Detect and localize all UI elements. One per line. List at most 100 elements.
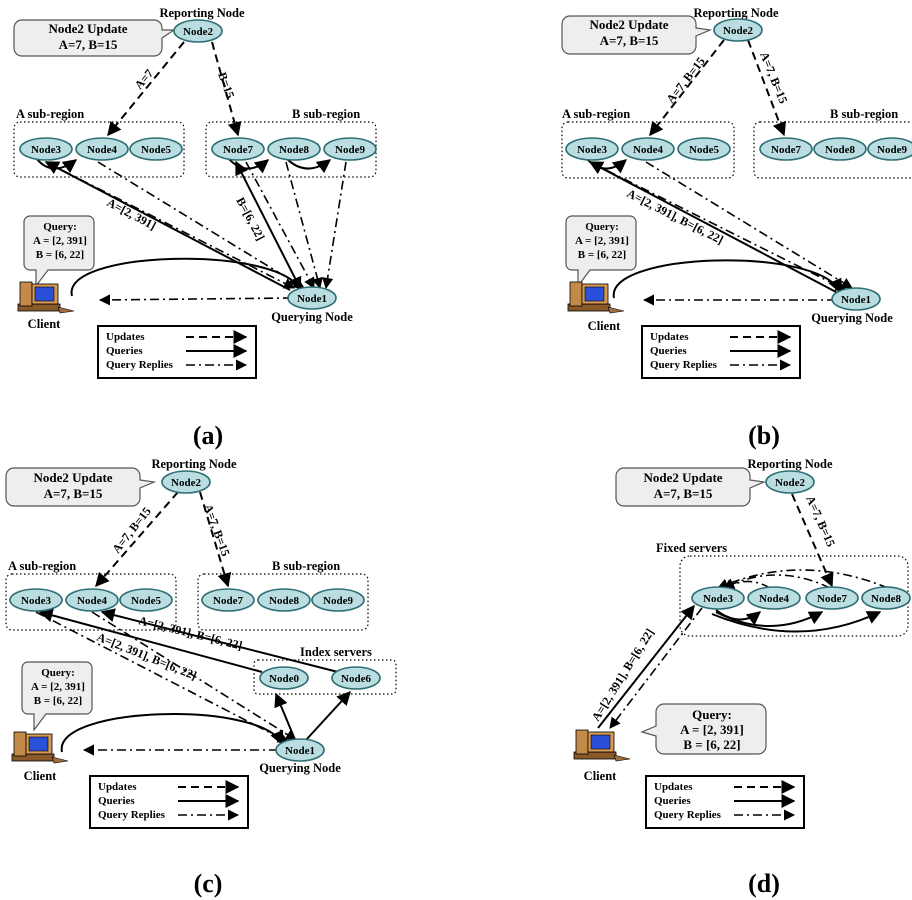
a-sub-region <box>13 121 185 178</box>
forward-3-7 <box>715 611 824 627</box>
update-bubble-line2: A=7, B=15 <box>44 486 103 501</box>
edge-label: A=[2, 391], B=[6, 22] <box>589 626 657 724</box>
caption: (d) <box>748 869 780 898</box>
svg-text:Node9: Node9 <box>323 595 353 607</box>
query-line3: B = [6, 22] <box>578 249 626 261</box>
legend-updates: Updates <box>650 331 689 343</box>
update-edge-a <box>649 39 725 137</box>
query-line2: A = [2, 391] <box>575 235 629 247</box>
legend-queries: Queries <box>98 795 135 807</box>
update-bubble <box>13 19 176 57</box>
update-bubble-line1: Node2 Update <box>643 470 722 485</box>
reply-edge-4 <box>97 161 305 289</box>
client-label: Client <box>28 317 61 331</box>
update-edge-a <box>107 41 185 137</box>
a-sub-region-label: A sub-region <box>562 107 630 121</box>
node-Node9: Node9 <box>323 137 377 161</box>
svg-text:Node8: Node8 <box>279 144 309 156</box>
forward-3-8 <box>711 611 882 633</box>
query-line1: Query: <box>692 707 732 722</box>
b-sub-region-label: B sub-region <box>292 107 360 121</box>
node-Node5: Node5 <box>129 137 183 161</box>
edge-label: A=7, B=15 <box>663 54 707 105</box>
query-line3: B = [6, 22] <box>36 249 84 261</box>
node-Node0: Node0 <box>259 666 309 690</box>
client-computer-icon <box>11 731 69 764</box>
b-sub-region <box>197 573 369 631</box>
edge-label: A=7, B=15 <box>803 494 838 549</box>
node-Node7: Node7 <box>759 137 813 161</box>
panel-b: Reporting Node Node2 Update A=7, B=15 A … <box>561 6 912 450</box>
legend-replies: Query Replies <box>106 359 174 371</box>
query-to-node6 <box>305 690 351 741</box>
update-bubble-line1: Node2 Update <box>589 17 668 32</box>
svg-text:Node7: Node7 <box>817 593 847 605</box>
legend-updates: Updates <box>106 331 145 343</box>
update-edge-b <box>747 39 787 137</box>
query-line3: B = [6, 22] <box>683 737 740 752</box>
svg-text:Node4: Node4 <box>759 593 789 605</box>
query-bubble <box>565 215 637 288</box>
update-bubble-line2: A=7, B=15 <box>600 33 659 48</box>
b-sub-region-label: B sub-region <box>830 107 898 121</box>
forward-3-4 <box>35 157 78 174</box>
node-Node9: Node9 <box>311 588 365 612</box>
panel-c: Reporting Node Node2 Update A=7, B=15 A … <box>5 457 397 898</box>
node-Node4: Node4 <box>747 586 801 610</box>
node-Node7: Node7 <box>805 586 859 610</box>
svg-text:Node1: Node1 <box>285 745 315 757</box>
node-Node2: Node2 <box>173 19 223 43</box>
query-line2: A = [2, 391] <box>31 681 85 693</box>
node-Node2: Node2 <box>765 470 815 494</box>
reply-to-client <box>98 294 293 306</box>
edge-label: A=[2, 391], B=[6, 22] <box>625 186 726 247</box>
node-Node3: Node3 <box>9 588 63 612</box>
node-Node8: Node8 <box>861 586 911 610</box>
query-node6-to-node4 <box>100 608 339 673</box>
a-sub-region <box>561 121 735 179</box>
node-Node5: Node5 <box>677 137 731 161</box>
svg-text:Node3: Node3 <box>703 593 733 605</box>
legend: Updates Queries Query Replies <box>89 775 249 829</box>
svg-text:Node8: Node8 <box>825 144 855 156</box>
query-edge-b <box>235 160 301 289</box>
reporting-node-label: Reporting Node <box>693 6 779 20</box>
svg-text:Node2: Node2 <box>775 477 805 489</box>
svg-text:Node2: Node2 <box>171 477 201 489</box>
svg-text:Node9: Node9 <box>335 144 365 156</box>
legend-queries: Queries <box>650 345 687 357</box>
reply-edge-8 <box>285 161 323 290</box>
legend: Updates Queries Query Replies <box>645 775 805 829</box>
reporting-node-label: Reporting Node <box>151 457 237 471</box>
query-bubble <box>21 661 93 732</box>
reporting-node-label: Reporting Node <box>159 6 245 20</box>
client-label: Client <box>588 319 621 333</box>
query-node0-to-node3 <box>38 608 263 673</box>
node-Node6: Node6 <box>331 666 381 690</box>
fixed-servers-region <box>679 555 909 637</box>
reply-edge-7 <box>245 161 315 289</box>
legend-updates: Updates <box>98 781 137 793</box>
caption: (c) <box>194 869 223 898</box>
caption: (a) <box>193 421 223 450</box>
reply-7-3 <box>722 574 831 589</box>
edge-label: B=15 <box>215 70 237 100</box>
node-Node1: Node1 <box>831 287 881 311</box>
node-Node8: Node8 <box>257 588 311 612</box>
reporting-node-label: Reporting Node <box>747 457 833 471</box>
legend-queries: Queries <box>106 345 143 357</box>
query-line1: Query: <box>41 667 75 679</box>
svg-text:Node5: Node5 <box>689 144 719 156</box>
node-Node4: Node4 <box>75 137 129 161</box>
node-Node3: Node3 <box>565 137 619 161</box>
query-line1: Query: <box>585 221 619 233</box>
svg-text:Node5: Node5 <box>141 144 171 156</box>
client-computer-icon <box>573 729 631 762</box>
update-bubble <box>5 467 157 507</box>
svg-text:Node3: Node3 <box>577 144 607 156</box>
node-Node4: Node4 <box>621 137 675 161</box>
svg-text:Node8: Node8 <box>871 593 901 605</box>
node-Node8: Node8 <box>813 137 867 161</box>
querying-node-label: Querying Node <box>271 310 353 324</box>
legend-replies: Query Replies <box>650 359 718 371</box>
